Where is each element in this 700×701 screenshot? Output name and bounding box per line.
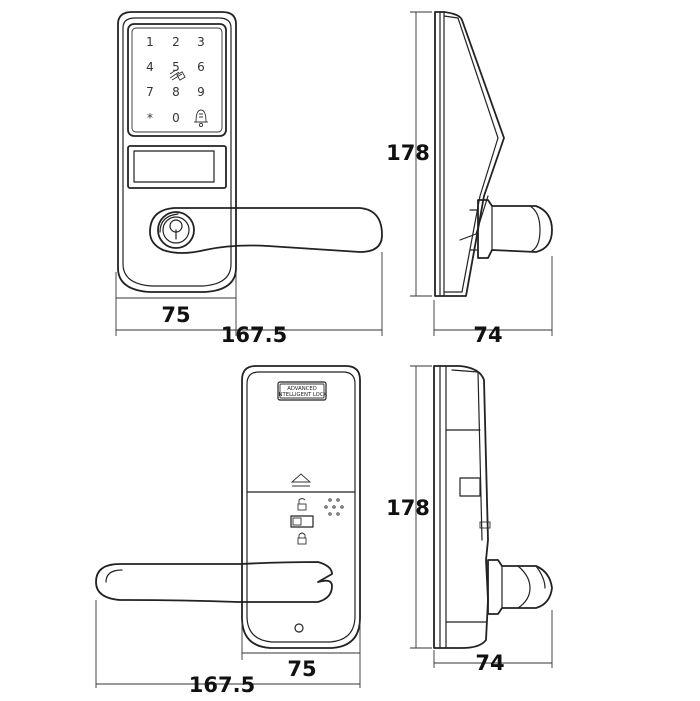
back-side-thumbturn-stub	[479, 521, 491, 529]
front-lever-handle	[149, 207, 383, 254]
back-side-body-outline	[433, 365, 489, 649]
side-depth-label: 74	[473, 323, 502, 347]
label-plate-line2: INTELLIGENT LOCK	[277, 392, 328, 398]
front-display-inner	[133, 150, 215, 183]
side-lever	[477, 199, 553, 259]
cover-release-icon	[290, 473, 312, 487]
key-7: 7	[146, 85, 154, 99]
back-body-inner-outline	[246, 371, 356, 643]
side-dimension-lines	[410, 11, 553, 336]
key-2: 2	[172, 35, 180, 49]
back-side-battery-step	[459, 477, 481, 497]
back-side-dimension-lines	[410, 365, 553, 668]
back-side-height-label: 178	[386, 496, 430, 520]
back-dimension-lines	[95, 600, 361, 688]
key-6: 6	[197, 60, 205, 74]
keypad-keys: 1 2 3 4 5 6 7 8 9 * 0	[146, 35, 205, 125]
speaker-grille	[324, 498, 344, 516]
front-body-inner-outline	[122, 17, 232, 287]
keypad-panel-inner	[131, 27, 223, 133]
front-total-width-label: 167.5	[221, 323, 287, 347]
card-reader-icon	[169, 69, 186, 81]
back-view: ADVANCED INTELLIGENT LOCK	[95, 365, 361, 697]
lock-icon	[297, 532, 307, 545]
front-display-window	[127, 145, 227, 189]
key-3: 3	[197, 35, 205, 49]
key-star: *	[147, 111, 153, 125]
back-screw-icon	[294, 623, 304, 633]
front-view: 1 2 3 4 5 6 7 8 9 * 0	[115, 11, 383, 347]
back-lever-highlight	[105, 569, 123, 583]
back-side-lever	[487, 559, 553, 615]
back-label-plate	[277, 381, 327, 401]
key-5: 5	[172, 60, 180, 74]
back-total-width-label: 167.5	[189, 673, 255, 697]
side-body-outline	[434, 11, 505, 297]
doorbell-icon	[194, 109, 208, 128]
front-body-width-label: 75	[161, 303, 190, 327]
back-lever-handle	[95, 561, 333, 603]
keypad-panel	[127, 23, 227, 137]
back-side-depth-label: 74	[475, 651, 504, 675]
front-dimension-lines	[115, 252, 383, 336]
side-height-label: 178	[386, 141, 430, 165]
key-4: 4	[146, 60, 154, 74]
key-cylinder	[157, 211, 195, 249]
front-body-outline	[117, 11, 237, 293]
privacy-slider	[290, 515, 314, 528]
back-side-view: 178 74	[386, 365, 553, 675]
unlock-icon	[297, 498, 307, 511]
key-cylinder-inner	[162, 216, 190, 244]
key-0: 0	[172, 111, 180, 125]
key-8: 8	[172, 85, 180, 99]
key-9: 9	[197, 85, 205, 99]
front-side-view: 178 74	[386, 11, 553, 347]
back-body-width-label: 75	[287, 657, 316, 681]
key-1: 1	[146, 35, 154, 49]
label-plate-line1: ADVANCED	[287, 386, 317, 392]
front-lever-highlight	[159, 213, 179, 233]
back-body-outline	[241, 365, 361, 649]
